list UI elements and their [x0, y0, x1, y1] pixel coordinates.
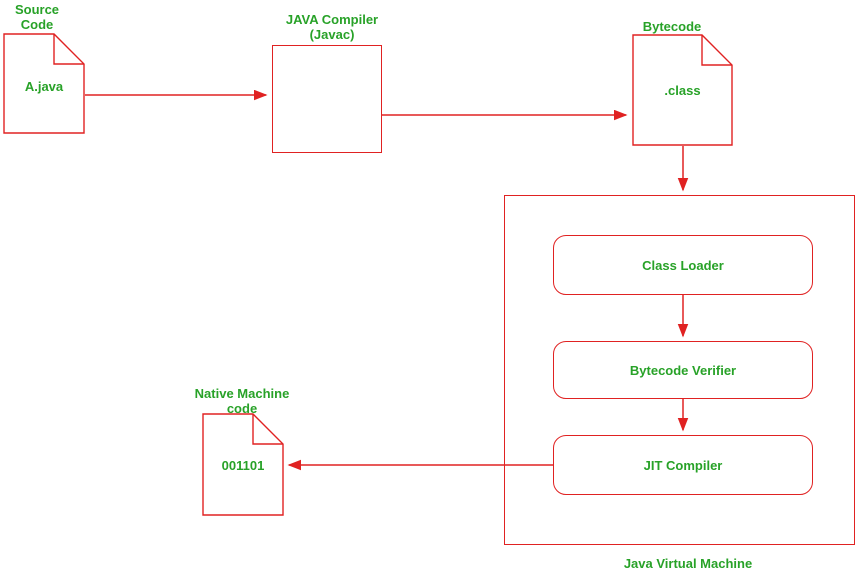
class-loader-label: Class Loader	[642, 257, 724, 273]
native-code-file-text: 001101	[221, 458, 265, 473]
compiler-label: JAVA Compiler (Javac)	[252, 12, 412, 42]
bytecode-file-icon	[632, 34, 733, 146]
compiler-label-line1: JAVA Compiler	[285, 12, 379, 27]
compiler-label-line2: (Javac)	[309, 27, 355, 42]
native-code-label-line1: Native Machine	[194, 386, 290, 401]
compiler-box	[272, 45, 382, 153]
native-code-file-icon	[202, 413, 284, 516]
source-file-icon	[3, 33, 85, 134]
bytecode-file-name: .class	[664, 83, 701, 98]
bytecode-label: Bytecode	[642, 19, 702, 34]
jvm-label: Java Virtual Machine	[623, 556, 753, 571]
source-code-label: Source Code	[0, 2, 77, 32]
jit-compiler-label: JIT Compiler	[643, 457, 723, 473]
source-code-label-line1: Source	[14, 2, 60, 17]
bytecode-verifier-label: Bytecode Verifier	[629, 362, 737, 378]
jvm-stage-bytecode-verifier: Bytecode Verifier	[553, 341, 813, 399]
source-code-label-line2: Code	[20, 17, 54, 32]
native-code-label: Native Machine code	[182, 386, 302, 416]
jvm-stage-class-loader: Class Loader	[553, 235, 813, 295]
source-file-name: A.java	[24, 79, 64, 94]
native-code-label-line2: code	[226, 401, 258, 416]
jvm-stage-jit-compiler: JIT Compiler	[553, 435, 813, 495]
